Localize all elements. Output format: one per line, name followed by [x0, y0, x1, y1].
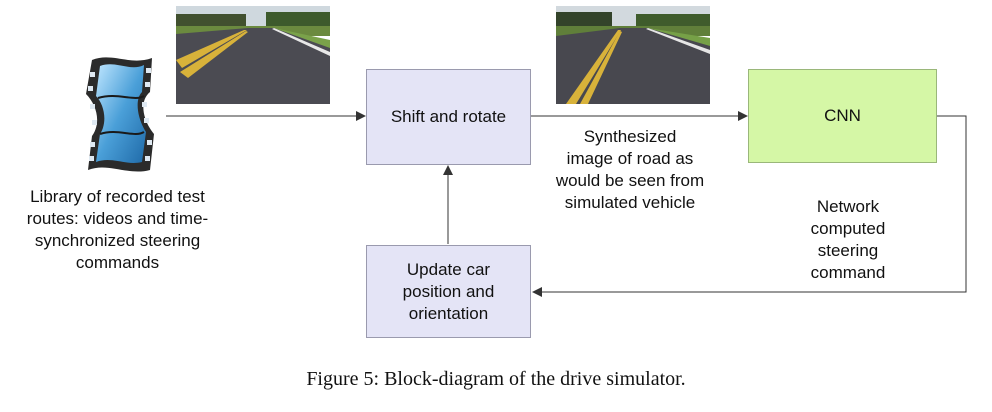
film-strip-icon	[78, 52, 162, 176]
network-label-line: steering	[817, 241, 879, 260]
road-image-recorded	[176, 6, 330, 104]
shift-rotate-box: Shift and rotate	[366, 69, 531, 165]
library-label: Library of recorded test routes: videos …	[0, 186, 235, 274]
library-label-line: synchronized steering	[34, 231, 201, 250]
road-image-synthesized	[556, 6, 710, 104]
synthesized-label: Synthesized image of road as would be se…	[530, 126, 730, 214]
synthesized-label-line: simulated vehicle	[564, 193, 696, 212]
cnn-box: CNN	[748, 69, 937, 163]
network-label-line: command	[810, 263, 886, 282]
update-car-box: Update car position and orientation	[366, 245, 531, 338]
network-command-label: Network computed steering command	[778, 196, 918, 284]
synthesized-label-line: would be seen from	[555, 171, 705, 190]
cnn-label: CNN	[824, 106, 861, 125]
synthesized-label-line: Synthesized	[583, 127, 677, 146]
network-label-line: Network	[816, 197, 880, 216]
update-car-line: orientation	[408, 303, 489, 323]
update-car-line: position and	[402, 281, 495, 301]
update-car-line: Update car	[406, 259, 491, 279]
arrow-cnn-to-update	[532, 115, 967, 297]
shift-rotate-label: Shift and rotate	[390, 107, 507, 126]
library-label-line: commands	[75, 253, 160, 272]
library-label-line: routes: videos and time-	[26, 209, 209, 228]
figure-caption: Figure 5: Block-diagram of the drive sim…	[306, 368, 686, 390]
network-label-line: computed	[810, 219, 886, 238]
library-label-line: Library of recorded test	[30, 187, 205, 206]
synthesized-label-line: image of road as	[566, 149, 694, 168]
